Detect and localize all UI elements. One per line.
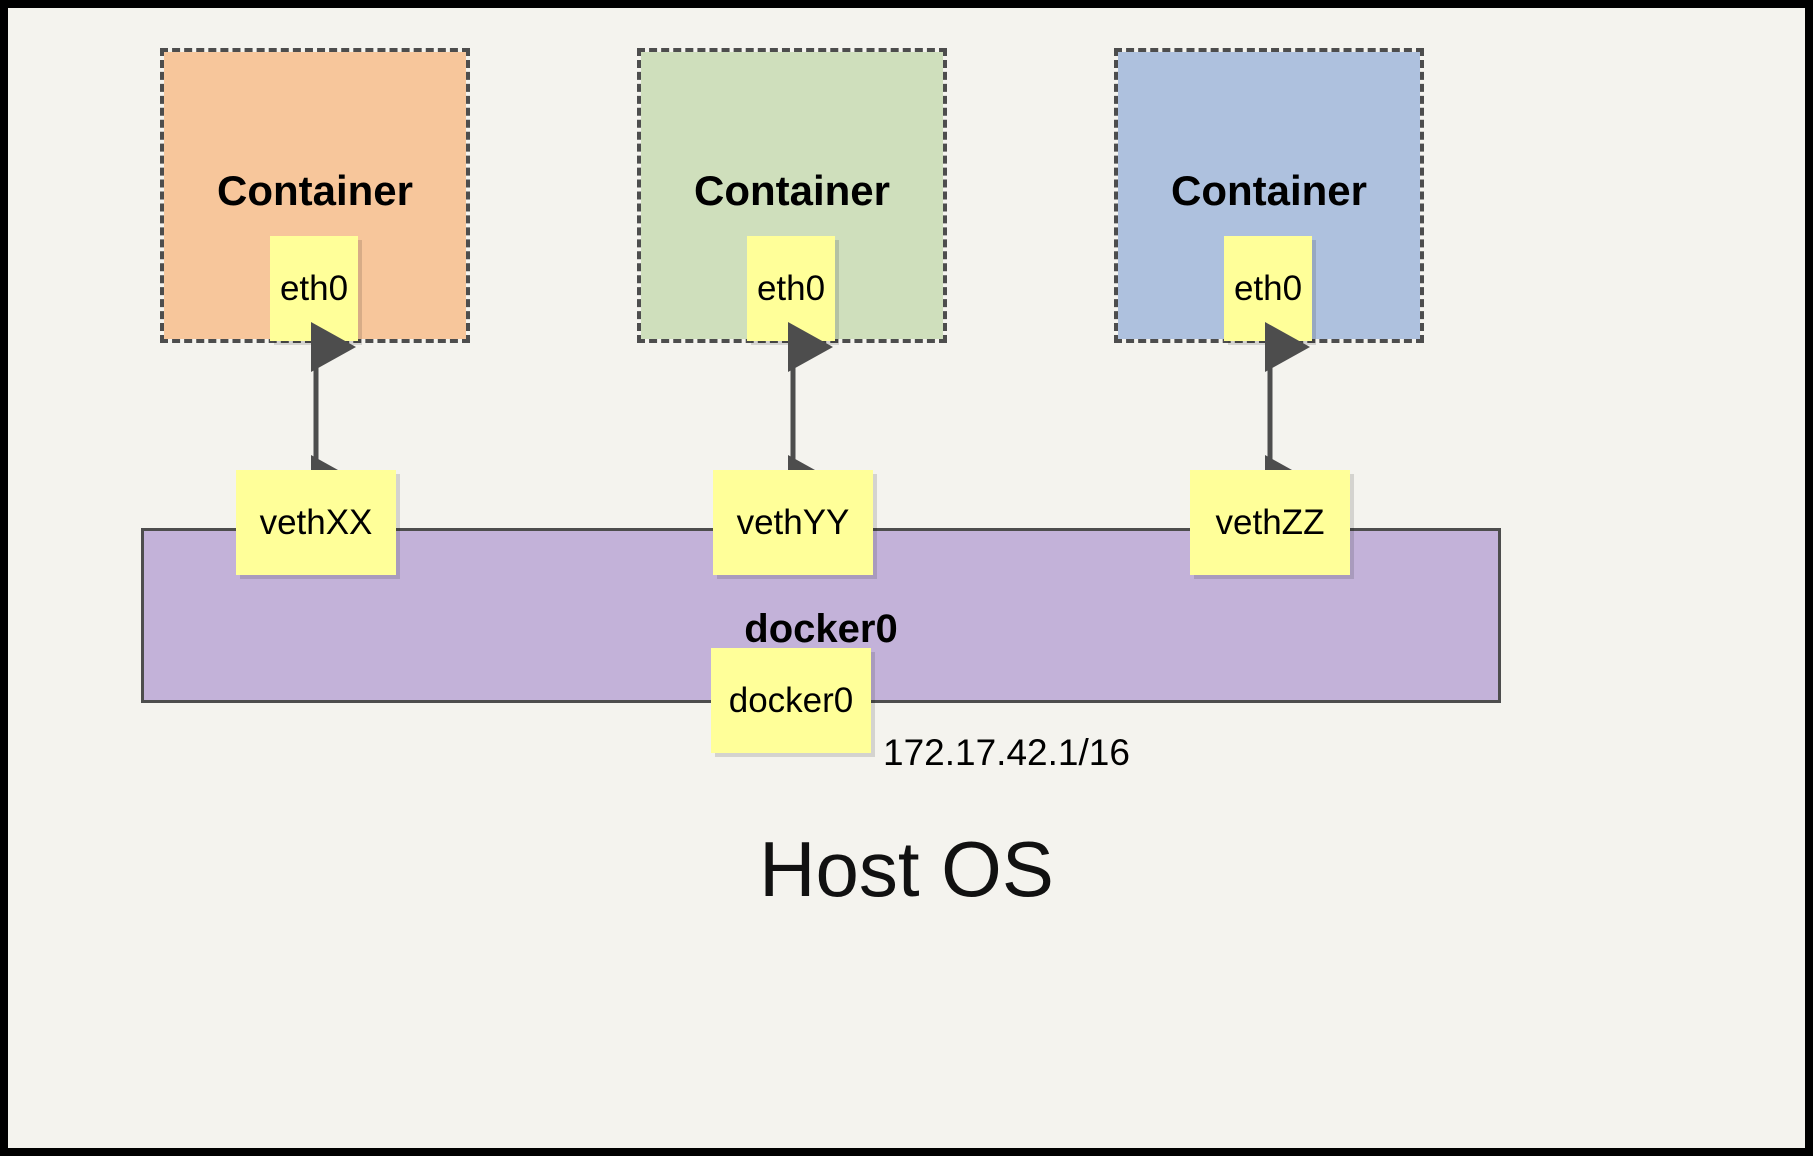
docker0-bridge-label: docker0 — [744, 607, 898, 651]
container-box-2: Container — [637, 48, 947, 343]
docker0-ip-address: 172.17.42.1/16 — [883, 732, 1130, 773]
veth-label-zz: vethZZ — [1215, 503, 1325, 542]
container-title-2: Container — [693, 167, 890, 214]
arrow-container-to-vethxx — [311, 322, 356, 505]
container-eth0-label-1: eth0 — [279, 269, 349, 308]
container-title-1: Container — [216, 167, 413, 214]
container-eth0-label-2: eth0 — [756, 269, 826, 308]
veth-label-xx: vethXX — [259, 503, 373, 542]
veth-box-xx: vethXX — [236, 470, 396, 575]
container-eth0-2: eth0 — [747, 236, 835, 341]
veth-box-yy: vethYY — [713, 470, 873, 575]
container-eth0-3: eth0 — [1224, 236, 1312, 341]
diagram-stage: Container eth0 Container eth0 Container … — [8, 8, 1805, 1148]
container-title-3: Container — [1170, 167, 1367, 214]
container-eth0-label-3: eth0 — [1233, 269, 1303, 308]
container-eth0-1: eth0 — [270, 236, 358, 341]
veth-label-yy: vethYY — [736, 503, 850, 542]
arrow-container-to-vethzz — [1265, 322, 1310, 505]
docker0-interface-label: docker0 — [728, 681, 854, 720]
veth-box-zz: vethZZ — [1190, 470, 1350, 575]
host-os-title: Host OS — [759, 825, 1054, 913]
docker0-interface-box: docker0 — [711, 648, 871, 753]
arrow-container-to-vethyy — [788, 322, 833, 505]
